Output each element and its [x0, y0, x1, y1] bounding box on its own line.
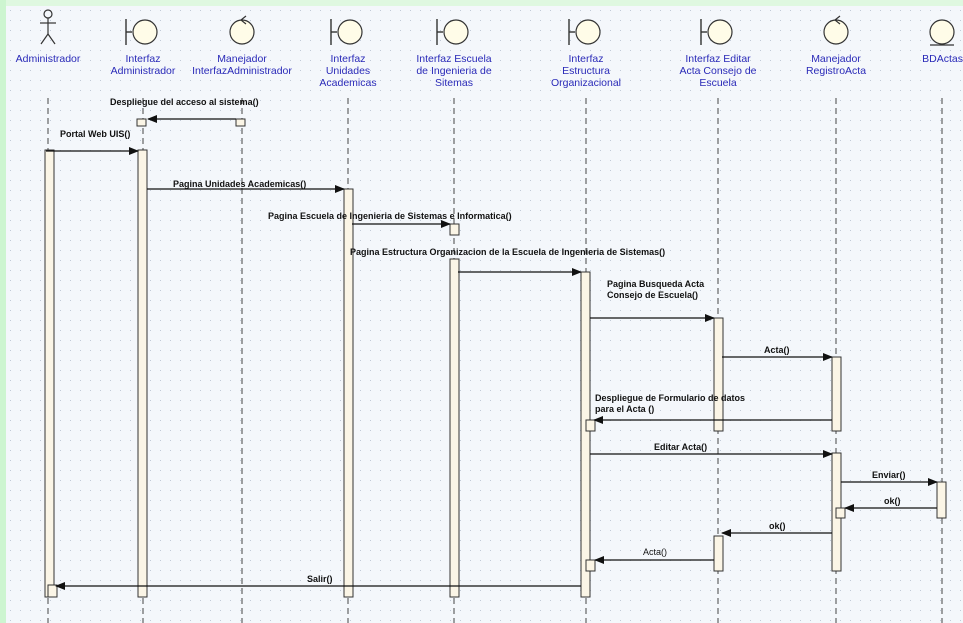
activation-bar-mra	[835, 507, 846, 519]
message-label: Pagina Busqueda Acta	[607, 279, 705, 289]
participant-label-ieo: Organizacional	[551, 77, 621, 89]
participant-label-iadmin: Administrador	[111, 65, 176, 77]
boundary-icon	[568, 19, 601, 45]
message-label: ok()	[769, 521, 786, 531]
participant-label-ieac: Interfaz Editar	[685, 53, 751, 65]
message-label: para el Acta ()	[595, 404, 654, 414]
participant-label-iua: Interfaz	[330, 53, 365, 65]
top-band	[0, 0, 963, 6]
boundary-icon	[700, 19, 733, 45]
message-label: ok()	[884, 496, 901, 506]
control-icon	[229, 15, 255, 45]
participant-label-iesc: Interfaz Escuela	[416, 53, 491, 65]
participant-label-iua: Academicas	[319, 77, 376, 89]
activation-bar-iesc	[449, 223, 460, 236]
boundary-icon	[436, 19, 469, 45]
activation-bar-admin	[44, 149, 55, 598]
participant-label-ieo: Estructura	[562, 65, 610, 77]
message-label: Consejo de Escuela()	[607, 290, 698, 300]
activation-bar-ieac	[713, 317, 724, 432]
participant-label-madmin: Manejador	[217, 53, 267, 65]
message-label: Portal Web UIS()	[60, 129, 130, 139]
message-label: Pagina Escuela de Ingenieria de Sistemas…	[268, 211, 512, 221]
activation-bar-iua	[343, 188, 354, 598]
participant-label-ieac: Escuela	[699, 77, 737, 89]
participant-label-madmin: InterfazAdministrador	[192, 65, 292, 77]
control-icon	[823, 15, 849, 45]
activation-bar-bd	[936, 481, 947, 519]
participant-label-admin: Administrador	[16, 53, 81, 65]
participant-label-iesc: Sitemas	[435, 77, 473, 89]
activation-bar-ieac	[713, 535, 724, 572]
message-label: Pagina Unidades Academicas()	[173, 179, 306, 189]
participant-label-iesc: de Ingenieria de	[416, 65, 491, 77]
boundary-icon	[330, 19, 363, 45]
message-label: Acta()	[643, 547, 667, 557]
participant-label-iua: Unidades	[326, 65, 370, 77]
activation-bar-ieo	[585, 559, 596, 572]
message-label: Despliegue de Formulario de datos	[595, 393, 745, 403]
activation-bar-ieo	[580, 271, 591, 598]
activation-bar-iadmin	[136, 118, 147, 127]
activation-bar-admin	[47, 584, 58, 598]
participant-label-mra: RegistroActa	[806, 65, 866, 77]
activation-bar-iadmin	[137, 149, 148, 598]
boundary-icon	[125, 19, 158, 45]
message-label: Despliegue del acceso al sistema()	[110, 97, 259, 107]
activation-bar-iesc	[449, 258, 460, 598]
message-label: Editar Acta()	[654, 442, 707, 452]
message-label: Enviar()	[872, 470, 906, 480]
message-label: Pagina Estructura Organizacion de la Esc…	[350, 247, 665, 257]
participant-label-ieo: Interfaz	[568, 53, 603, 65]
activation-bar-mra	[831, 356, 842, 432]
participant-label-iadmin: Interfaz	[125, 53, 160, 65]
left-band	[0, 0, 6, 623]
message-label: Acta()	[764, 345, 790, 355]
participant-label-mra: Manejador	[811, 53, 861, 65]
activation-bar-madmin	[235, 118, 246, 127]
participant-label-ieac: Acta Consejo de	[679, 65, 756, 77]
activation-bar-ieo	[585, 419, 596, 432]
entity-icon	[929, 19, 955, 46]
grid	[8, 8, 963, 623]
actor-icon	[40, 9, 56, 45]
participant-label-bd: BDActas	[922, 53, 963, 65]
message-label: Salir()	[307, 574, 333, 584]
